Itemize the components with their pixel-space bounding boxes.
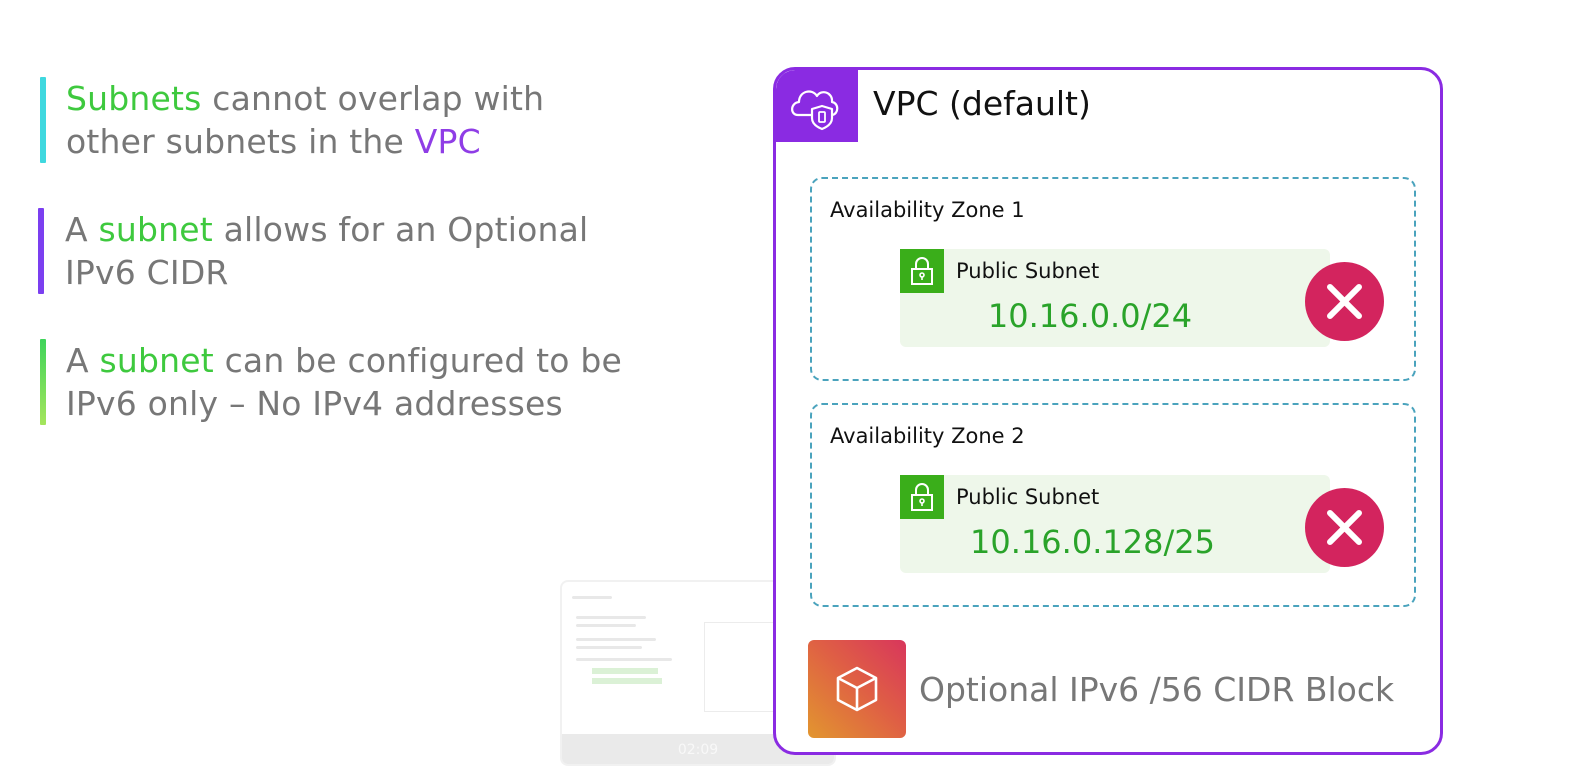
vpc-cloud-shield-icon [776, 70, 858, 142]
bullet-line: IPv6 CIDR [65, 253, 229, 292]
subnet-cidr: 10.16.0.128/25 [970, 523, 1215, 561]
bullet-bar [40, 77, 46, 163]
vpc-title: VPC (default) [873, 84, 1091, 123]
public-subnet: Public Subnet 10.16.0.128/25 [900, 475, 1330, 573]
thumbnail-time: 02:09 [677, 742, 719, 758]
lock-icon [900, 249, 944, 293]
ipv6-cidr-block-label: Optional IPv6 /56 CIDR Block [919, 670, 1395, 709]
availability-zone-1: Availability Zone 1 Public Subnet 10.16.… [810, 177, 1416, 381]
cube-icon [808, 640, 906, 738]
subnet-label: Public Subnet [956, 485, 1100, 509]
bullet-line: IPv6 only – No IPv4 addresses [66, 384, 563, 423]
public-subnet: Public Subnet 10.16.0.0/24 [900, 249, 1330, 347]
availability-zone-label: Availability Zone 2 [830, 424, 1025, 448]
x-icon [1305, 262, 1384, 341]
lock-icon [900, 475, 944, 519]
subnet-cidr: 10.16.0.0/24 [987, 297, 1193, 335]
bullet-ipv6-only: A subnet can be configured to be IPv6 on… [40, 339, 622, 425]
availability-zone-label: Availability Zone 1 [830, 198, 1025, 222]
bullet-bar [40, 339, 46, 425]
subnet-label: Public Subnet [956, 259, 1100, 283]
bullet-line: Subnets cannot overlap with [66, 79, 545, 118]
bullet-optional-ipv6: A subnet allows for an Optional IPv6 CID… [38, 208, 588, 294]
x-icon [1305, 488, 1384, 567]
availability-zone-2: Availability Zone 2 Public Subnet 10.16.… [810, 403, 1416, 607]
bullet-subnet-overlap: Subnets cannot overlap with other subnet… [40, 77, 544, 163]
bullet-line: other subnets in the VPC [66, 122, 481, 161]
bullet-line: A subnet can be configured to be [66, 341, 623, 380]
bullet-bar [38, 208, 44, 294]
bullet-line: A subnet allows for an Optional [65, 210, 589, 249]
vpc-container: VPC (default) Availability Zone 1 Public… [773, 67, 1443, 755]
